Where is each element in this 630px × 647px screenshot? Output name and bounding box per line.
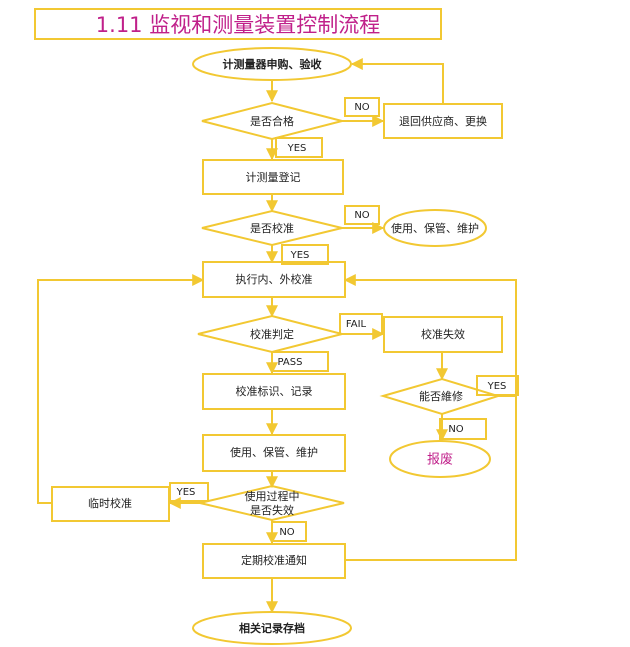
return-supplier-label: 退回供应商、更换	[399, 114, 487, 128]
label-no-1: NO	[354, 102, 369, 113]
register-box	[202, 159, 344, 195]
archive-label: 相关记录存档	[239, 621, 305, 635]
use-keep-maintain-1-label: 使用、保管、维护	[391, 221, 479, 235]
use-keep-maintain-2-label: 使用、保管、维护	[230, 445, 318, 459]
archive-node	[192, 611, 352, 645]
calibration-failed-label: 校准失效	[421, 327, 465, 341]
register-label: 计测量登记	[246, 170, 301, 184]
return-supplier-box	[383, 103, 503, 139]
edge-notice-to-perform	[345, 396, 517, 561]
label-box-yes-3	[476, 375, 519, 396]
label-box-no-2	[344, 205, 380, 225]
perform-calibration-label: 执行内、外校准	[236, 272, 313, 286]
page-title: 1.11 监视和测量装置控制流程	[34, 8, 442, 40]
label-box-fail	[339, 313, 383, 335]
label-box-yes-4	[169, 482, 209, 502]
calibration-mark-label: 校准标识、记录	[236, 384, 313, 398]
label-box-yes-1	[275, 137, 323, 158]
label-no-4: NO	[279, 527, 294, 538]
edge-temporary-to-perform	[37, 274, 205, 504]
scrap-node	[389, 440, 491, 478]
calibration-mark-box	[202, 373, 346, 410]
calibration-failed-box	[383, 316, 503, 353]
label-no-3: NO	[448, 424, 463, 435]
label-pass: PASS	[278, 357, 303, 368]
edge-return-to-start	[350, 58, 444, 104]
fail-during-use-label-1: 使用过程中	[245, 490, 300, 503]
check-qualified-label: 是否合格	[250, 114, 294, 128]
temporary-calibration-label: 临时校准	[88, 496, 132, 510]
label-box-no-3	[439, 418, 487, 440]
label-yes-4: YES	[176, 487, 196, 498]
need-calibration-label: 是否校准	[250, 221, 294, 235]
calibration-judgement-label: 校准判定	[250, 327, 294, 341]
can-repair-label: 能否維修	[419, 389, 463, 403]
label-yes-1: YES	[287, 143, 307, 154]
start-node	[192, 47, 352, 81]
need-calibration-diamond	[201, 209, 343, 247]
label-fail: FAIL	[346, 319, 367, 330]
check-qualified-diamond	[201, 101, 343, 141]
label-no-2: NO	[354, 210, 369, 221]
periodic-notice-label: 定期校准通知	[241, 553, 307, 567]
use-keep-maintain-2-box	[202, 434, 346, 472]
perform-calibration-box	[202, 261, 346, 298]
fail-during-use-label-2: 是否失效	[250, 503, 294, 517]
use-keep-maintain-1-node	[383, 209, 487, 247]
scrap-label: 报废	[427, 452, 453, 468]
label-box-no-1	[344, 97, 380, 117]
fail-during-use-diamond	[199, 484, 345, 522]
label-box-no-4	[271, 521, 307, 542]
label-box-yes-2	[281, 244, 329, 265]
label-yes-2: YES	[290, 250, 310, 261]
periodic-notice-box	[202, 543, 346, 579]
temporary-calibration-box	[51, 486, 170, 522]
label-yes-3: YES	[487, 381, 507, 392]
label-box-pass	[271, 351, 329, 372]
start-label: 计测量器申购、验收	[223, 57, 322, 71]
